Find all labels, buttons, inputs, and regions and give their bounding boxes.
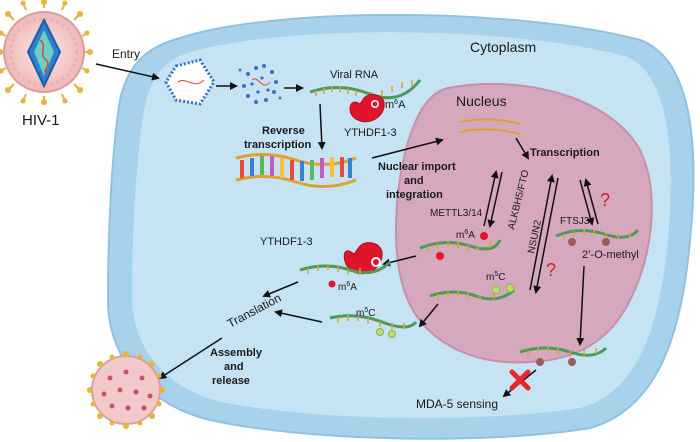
nuclear-label-2: and: [404, 175, 424, 187]
hiv1-virion: [0, 0, 93, 105]
reverse-label-1: Reverse: [262, 125, 305, 137]
export-m5c-arrow: [418, 303, 439, 328]
ythdf-reader-left: [343, 242, 383, 275]
cytoplasm-label: Cytoplasm: [470, 39, 536, 55]
m6a-label-cytoplasm: m6A: [338, 281, 357, 293]
nuclear-import-arrow: [371, 137, 444, 159]
mda5-label: MDA-5 sensing: [416, 397, 498, 411]
assembly-label-2: and: [224, 361, 244, 373]
entry-arrow: [95, 63, 160, 81]
omethyl-rna-cytoplasm: [519, 346, 608, 366]
question-ftsj: ?: [600, 190, 610, 210]
transcription-label: Transcription: [530, 147, 600, 159]
inhibition-x-icon: [509, 369, 531, 391]
mettl-label: METTL3/14: [430, 208, 483, 219]
reverse-transcription-arrow: [317, 103, 326, 150]
omethyl-label: 2’-O-methyl: [582, 249, 639, 261]
m5c-label-cytoplasm: m5C: [356, 307, 375, 319]
translation-arrow-bottom: [274, 309, 323, 323]
question-nsun: ?: [546, 260, 556, 280]
capsid-entering: [164, 58, 216, 106]
m5c-label-nucleus: m5C: [486, 271, 505, 283]
nucleus: [395, 82, 653, 364]
omethyl-rna-nucleus: [555, 228, 640, 246]
ftsj-arrows: [579, 178, 599, 226]
assembly-arrow: [158, 337, 223, 380]
entry-label: Entry: [112, 47, 140, 61]
ftsj-label: FTSJ3: [560, 216, 590, 227]
assembly-label-3: release: [212, 375, 250, 387]
released-virion: [87, 351, 165, 429]
ythdf-reader-top: [349, 94, 385, 123]
nucleus-label: Nucleus: [456, 93, 507, 109]
assembly-label-1: Assembly: [210, 347, 263, 359]
capsid-uncoating: [238, 64, 282, 104]
virus-label: HIV-1: [22, 112, 60, 129]
m5c-rna-nucleus: [429, 283, 515, 301]
nsun-arrows: [529, 174, 559, 294]
m6a-label-top: m6A: [385, 99, 406, 111]
m5c-rna-cytoplasm: [329, 314, 418, 338]
viral-rna-label: Viral RNA: [330, 69, 379, 81]
transcription-arrow: [515, 137, 530, 160]
reverse-label-2: transcription: [244, 139, 312, 151]
mettl-alkbh-arrows: [483, 170, 503, 228]
translation-arrow-top: [262, 281, 299, 298]
ythdf-label-left: YTHDF1-3: [260, 236, 313, 248]
export-omethyl-arrow: [576, 265, 585, 346]
integrated-provirus: [459, 118, 521, 135]
viral-dsdna: [235, 153, 357, 188]
m6a-rna-nucleus: [419, 232, 502, 260]
m6a-label-nucleus: m6A: [456, 229, 475, 241]
m6a-rna-cytoplasm: [299, 260, 392, 288]
ythdf-label-top: YTHDF1-3: [344, 127, 397, 139]
nuclear-label-3: integration: [386, 189, 443, 201]
nuclear-label-1: Nuclear import: [378, 161, 456, 173]
